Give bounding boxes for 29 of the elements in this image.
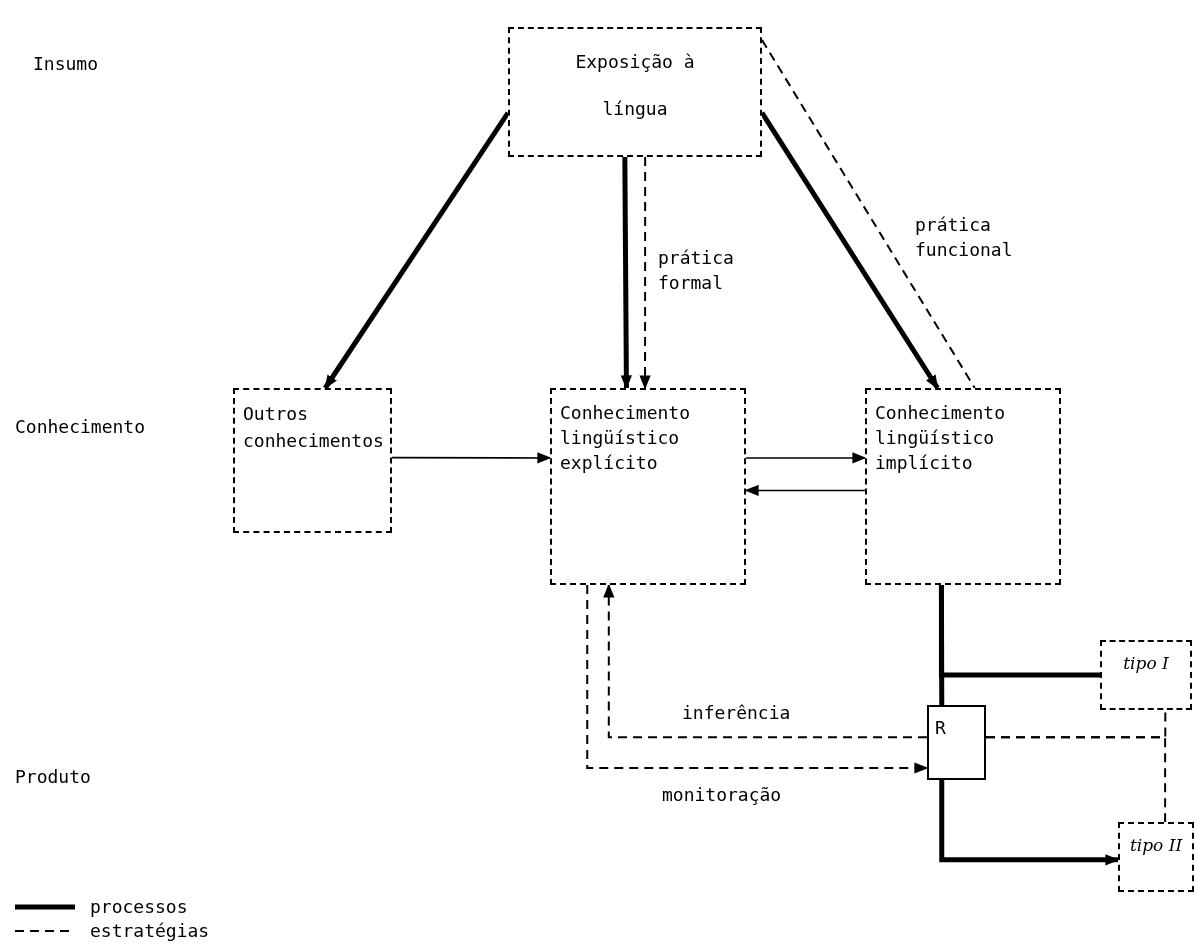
dashed-box — [865, 388, 1061, 585]
arrow — [603, 583, 928, 739]
node-text: tipo II — [1129, 834, 1183, 857]
node-text: Conhecimento lingüístico implícito — [875, 401, 1007, 476]
connector-line — [761, 39, 976, 389]
legend-text: estratégias — [90, 920, 210, 942]
node-text: Conhecimento lingüístico explícito — [560, 401, 692, 476]
node-text: Exposição à língua — [574, 50, 696, 121]
arrow — [391, 452, 552, 464]
dashed-box — [1118, 822, 1194, 892]
dashed-box — [1100, 640, 1192, 710]
node-text: R — [935, 716, 946, 740]
legend-text: processos — [90, 896, 188, 918]
connector-line — [938, 585, 1100, 678]
connector-line — [985, 736, 1167, 823]
stage-label: Insumo — [33, 52, 100, 76]
stage-label: Produto — [15, 765, 92, 789]
dashed-box — [233, 388, 392, 533]
stage-label: Conhecimento — [15, 415, 147, 439]
node-text: tipo I — [1123, 652, 1169, 675]
arrow — [586, 584, 929, 774]
arrow — [939, 780, 1120, 866]
arrow — [745, 452, 867, 464]
dashed-box — [508, 27, 762, 157]
result-box — [927, 705, 986, 780]
node-text: Outros conhecimentos — [243, 402, 384, 453]
arrow — [639, 156, 651, 390]
arrow — [620, 157, 632, 390]
dashed-box — [550, 388, 746, 585]
